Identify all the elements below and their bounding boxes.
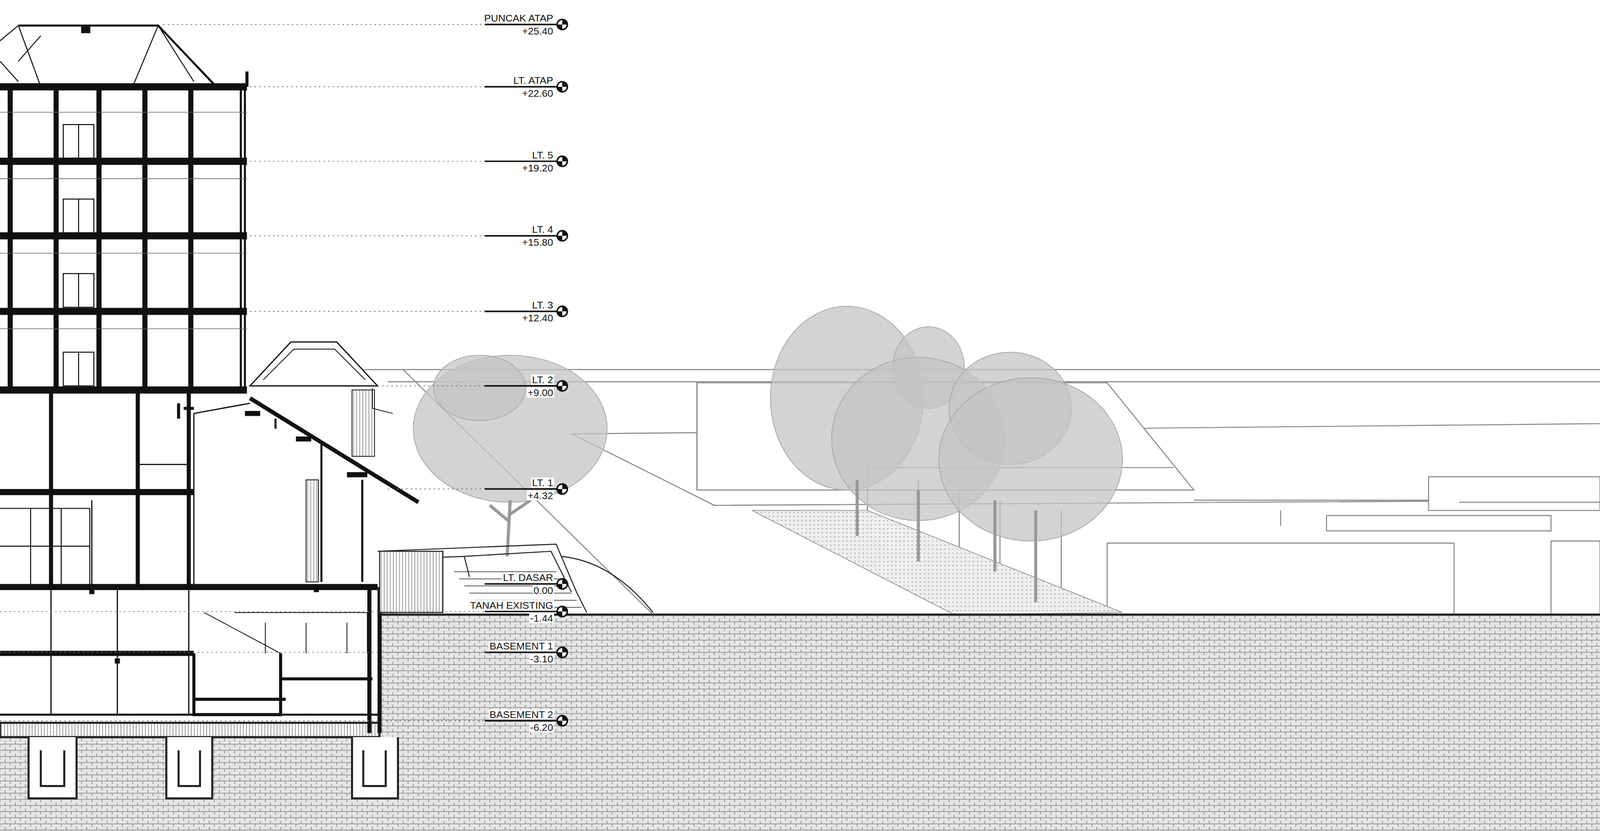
level-name: TANAH EXISTING	[469, 600, 555, 611]
level-name: PUNCAK ATAP	[483, 12, 555, 23]
level-name: LT. 3	[531, 299, 555, 310]
level-value: 0.00	[532, 585, 555, 596]
entrance-stairs	[377, 544, 653, 613]
foundation	[0, 722, 398, 799]
level-value: -3.10	[529, 653, 555, 664]
level-value: +4.32	[526, 490, 555, 501]
pavilion	[244, 341, 419, 582]
level-name: LT. 1	[531, 477, 555, 488]
level-value: +25.40	[521, 25, 555, 36]
level-value: +9.00	[526, 387, 555, 398]
level-value: +15.80	[521, 237, 555, 248]
level-value: -1.44	[529, 612, 555, 624]
level-value: +12.40	[521, 312, 555, 323]
level-name: LT. DASAR	[501, 572, 555, 583]
tower	[0, 25, 248, 393]
soil-hatch	[397, 614, 1600, 831]
level-value: -6.20	[529, 722, 555, 733]
trees	[413, 306, 1123, 602]
level-value: +19.20	[521, 162, 555, 173]
level-value: +22.60	[521, 88, 555, 99]
level-name: LT. 4	[531, 224, 555, 235]
level-leaders	[0, 24, 574, 721]
level-name: BASEMENT 2	[488, 709, 555, 720]
soil-hatch-under	[0, 732, 398, 831]
level-name: LT. 2	[531, 374, 555, 385]
level-name: LT. ATAP	[512, 75, 555, 86]
level-name: BASEMENT 1	[488, 640, 555, 651]
level-markers	[484, 19, 568, 726]
level-name: LT. 5	[531, 149, 555, 160]
